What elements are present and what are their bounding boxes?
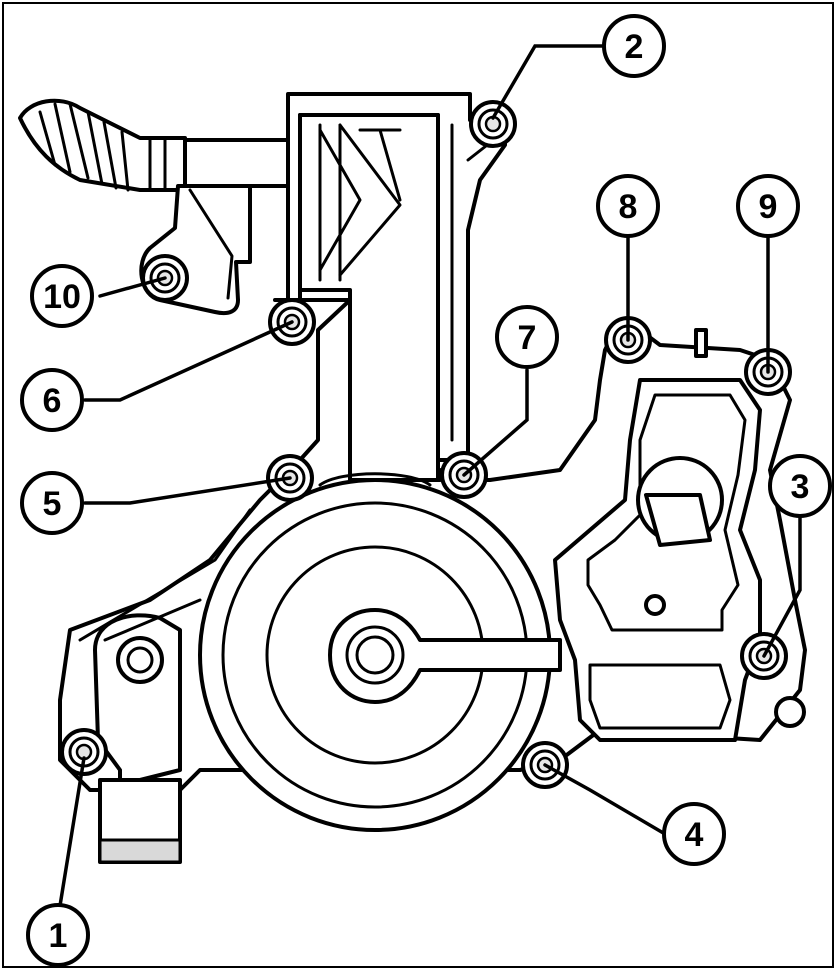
callout-3: 3	[768, 454, 832, 518]
callout-1: 1	[26, 903, 90, 967]
callout-circle	[30, 264, 94, 328]
callout-circle	[596, 174, 660, 238]
callout-number: 2	[625, 28, 644, 66]
callout-circle	[602, 14, 666, 78]
port-housing	[553, 328, 806, 742]
callout-number: 3	[791, 468, 810, 506]
callout-10: 10	[30, 264, 94, 328]
callout-circle	[26, 903, 90, 967]
left-pipe	[78, 508, 252, 864]
callout-5: 5	[20, 471, 84, 535]
callout-4: 4	[662, 802, 726, 866]
callout-2: 2	[602, 14, 666, 78]
bolt-2	[469, 100, 517, 148]
callout-9: 9	[736, 174, 800, 238]
callout-number: 8	[619, 188, 638, 226]
callout-number: 5	[43, 485, 62, 523]
callout-circle	[768, 454, 832, 518]
callout-number: 1	[49, 917, 68, 955]
callout-circle	[736, 174, 800, 238]
callout-number: 4	[685, 816, 704, 854]
callout-number: 6	[43, 382, 62, 420]
callout-7: 7	[495, 305, 559, 369]
breather-hose	[18, 98, 294, 192]
bolt-1	[60, 728, 108, 776]
leader-lines	[56, 44, 802, 920]
callout-6: 6	[20, 368, 84, 432]
callout-number: 9	[759, 188, 778, 226]
callout-circle	[20, 368, 84, 432]
callout-8: 8	[596, 174, 660, 238]
callout-circle	[662, 802, 726, 866]
callout-circle	[20, 471, 84, 535]
callout-number: 7	[518, 319, 537, 357]
separator-cover	[198, 472, 562, 832]
callout-circle	[495, 305, 559, 369]
callout-number: 10	[43, 278, 81, 316]
